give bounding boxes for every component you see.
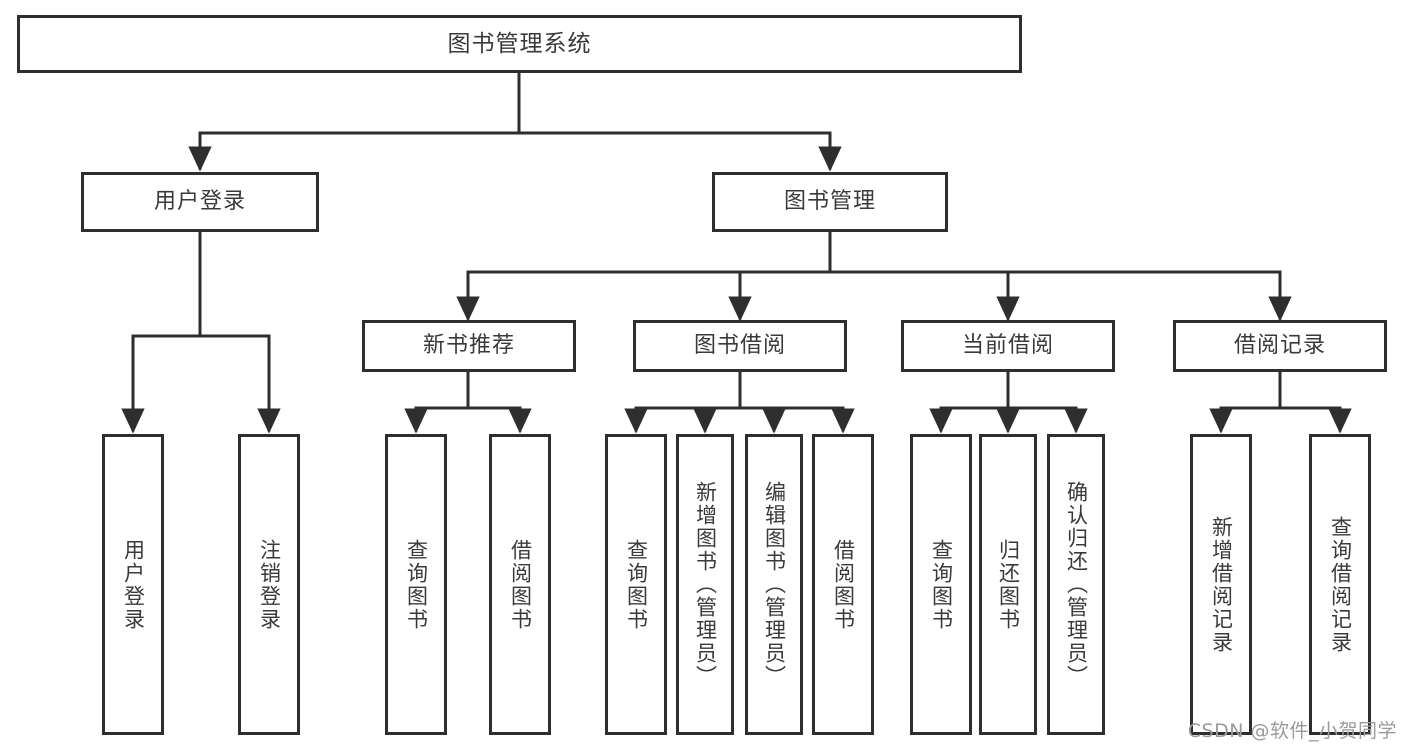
node-label: 借阅记录	[1233, 332, 1326, 358]
leaf-query-borrow-record[interactable]: 查询借阅记录	[1309, 434, 1371, 735]
node-root-system[interactable]: 图书管理系统	[17, 15, 1022, 73]
leaf-borrow-book[interactable]: 借阅图书	[812, 434, 874, 735]
leaf-query-book-borrow[interactable]: 查询图书	[605, 434, 667, 735]
leaf-query-book-current[interactable]: 查询图书	[910, 434, 972, 735]
node-label: 新增借阅记录	[1209, 515, 1234, 654]
node-label: 查询图书	[929, 538, 954, 631]
leaf-borrow-book-recommend[interactable]: 借阅图书	[489, 434, 551, 735]
leaf-return-book[interactable]: 归还图书	[979, 434, 1037, 735]
node-label: 借阅图书	[508, 538, 533, 631]
node-user-login[interactable]: 用户登录	[81, 172, 319, 232]
node-label: 确认归还（管理员）	[1064, 481, 1089, 688]
node-borrow-record[interactable]: 借阅记录	[1173, 320, 1387, 372]
node-label: 借阅图书	[831, 538, 856, 631]
leaf-confirm-return-admin[interactable]: 确认归还（管理员）	[1047, 434, 1105, 735]
node-label: 用户登录	[121, 538, 146, 631]
node-label: 图书借阅	[693, 332, 786, 358]
node-label: 注销登录	[257, 538, 282, 631]
leaf-add-borrow-record[interactable]: 新增借阅记录	[1190, 434, 1252, 735]
node-label: 新书推荐	[422, 332, 515, 358]
node-label: 当前借阅	[961, 332, 1054, 358]
node-label: 编辑图书（管理员）	[762, 481, 787, 688]
leaf-user-login[interactable]: 用户登录	[102, 434, 164, 735]
leaf-logout[interactable]: 注销登录	[238, 434, 300, 735]
node-label: 查询图书	[624, 538, 649, 631]
node-book-management[interactable]: 图书管理	[712, 172, 948, 232]
watermark-credit: CSDN @软件_小贺同学	[1187, 720, 1397, 742]
node-label: 用户登录	[153, 188, 246, 214]
node-label: 图书管理	[783, 188, 876, 214]
leaf-query-book-recommend[interactable]: 查询图书	[385, 434, 447, 735]
node-label: 查询图书	[404, 538, 429, 631]
leaf-add-book-admin[interactable]: 新增图书（管理员）	[676, 434, 734, 735]
node-label: 归还图书	[996, 538, 1021, 631]
node-new-book-recommend[interactable]: 新书推荐	[362, 320, 576, 372]
node-book-borrow[interactable]: 图书借阅	[633, 320, 847, 372]
leaf-edit-book-admin[interactable]: 编辑图书（管理员）	[745, 434, 803, 735]
node-label: 图书管理系统	[447, 30, 592, 57]
node-current-borrow[interactable]: 当前借阅	[901, 320, 1115, 372]
node-label: 新增图书（管理员）	[693, 481, 718, 688]
node-label: 查询借阅记录	[1328, 515, 1353, 654]
